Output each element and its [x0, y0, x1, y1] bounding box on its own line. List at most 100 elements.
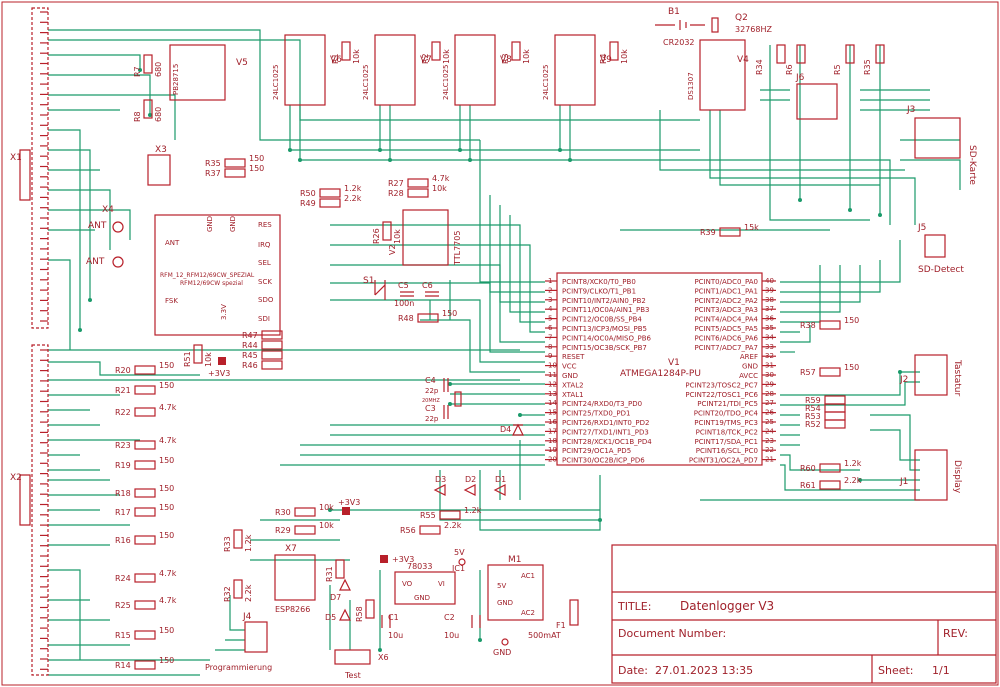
atmega-pin-right: PCINT6/ADC6_PA6 — [694, 334, 758, 342]
atmega-pin-num: 17 — [548, 427, 557, 435]
atmega-pin-right: PCINT1/ADC1_PA1 — [694, 287, 758, 295]
svg-text:ANT: ANT — [86, 257, 105, 267]
atmega-pin-left: PCINT29/OC1A_PD5 — [562, 447, 631, 455]
svg-text:C3: C3 — [425, 404, 436, 413]
fuse-f1: F1 500mAT — [528, 599, 579, 640]
svg-text:V5: V5 — [236, 58, 248, 68]
chip-v2: V2 TTL7705 — [388, 209, 462, 266]
svg-text:X3: X3 — [155, 145, 167, 155]
resistor-label: R21 — [115, 386, 131, 395]
antenna-x4: ANT X4 ANT — [86, 205, 124, 268]
svg-text:24LC1025: 24LC1025 — [362, 64, 370, 100]
atmega-pin-num: 34 — [765, 333, 774, 341]
atmega-pin-num: 28 — [765, 390, 774, 398]
atmega-pin-right: AREF — [740, 353, 758, 361]
svg-text:Display: Display — [952, 460, 962, 494]
resistor-label: R39 — [700, 228, 716, 237]
title-block: TITLE: Datenlogger V3 Document Number: R… — [611, 544, 997, 684]
resistor-value: 680 — [154, 107, 163, 122]
svg-text:D1: D1 — [495, 475, 506, 484]
resistor-r8: R8 680 — [133, 99, 163, 122]
atmega-pin-num: 32 — [765, 352, 774, 360]
svg-text:D5: D5 — [325, 613, 336, 622]
resistor-value: 150 — [159, 381, 174, 390]
svg-text:M1: M1 — [508, 555, 522, 565]
svg-text:B1: B1 — [668, 7, 680, 17]
title-label: TITLE: — [617, 600, 651, 613]
resistor-value: 1.2k — [244, 534, 253, 552]
atmega-pin-right: PCINT20/TDO_PC4 — [694, 410, 759, 418]
atmega-pin-num: 11 — [548, 371, 557, 379]
resistor-label: R15 — [115, 631, 131, 640]
resistor-label: R53 — [805, 412, 821, 421]
resistor-value: 150 — [159, 531, 174, 540]
atmega-pin-num: 3 — [548, 296, 552, 304]
atmega-pin-right: PCINT3/ADC3_PA3 — [694, 306, 758, 314]
resistor-r58: R58 — [355, 599, 375, 622]
resistor-label: R4 — [599, 53, 608, 64]
svg-text:X1: X1 — [10, 153, 22, 163]
resistor-label: R60 — [800, 464, 816, 473]
atmega-pin-num: 1 — [548, 277, 552, 285]
svg-text:X7: X7 — [285, 544, 297, 554]
atmega-pin-left: PCINT28/XCK1/OC1B_PD4 — [562, 438, 652, 446]
sheet-value: 1/1 — [932, 664, 950, 677]
svg-text:R5: R5 — [833, 64, 842, 75]
battery-b1: B1 CR2032 — [655, 7, 705, 47]
svg-text:J4: J4 — [242, 612, 252, 622]
resistor-label: R26 — [372, 228, 381, 244]
connector-j1: J1 Display — [899, 449, 962, 501]
svg-text:Tastatur: Tastatur — [952, 359, 962, 396]
atmega-pin-num: 33 — [765, 343, 774, 351]
atmega-pin-num: 25 — [765, 418, 774, 426]
resistor-value: 680 — [154, 62, 163, 77]
connector-x6: X6 Test — [334, 649, 389, 680]
atmega-pin-right: PCINT5/ADC5_PA5 — [694, 325, 758, 333]
resistor-label: R8 — [133, 111, 142, 122]
atmega-pin-left: PCINT11/OC0A/AIN1_PB3 — [562, 306, 649, 314]
atmega-pin-left: XTAL2 — [562, 381, 584, 389]
svg-text:GND: GND — [229, 216, 237, 232]
svg-text:100n: 100n — [394, 299, 414, 308]
atmega-pin-num: 27 — [765, 399, 774, 407]
atmega-pin-num: 12 — [548, 380, 557, 388]
resistor-value: 150 — [442, 309, 457, 318]
resistor-value: 150 — [844, 316, 859, 325]
svg-text:C6: C6 — [422, 281, 433, 290]
resistor-value: 2.2k — [244, 584, 253, 602]
resistor-label: R1 — [331, 53, 340, 64]
resistor-label: R61 — [800, 481, 816, 490]
svg-text:X2: X2 — [10, 473, 22, 483]
atmega-pin-left: PCINT8/XCK0/T0_PB0 — [562, 278, 636, 286]
resistor-label: R30 — [275, 508, 291, 517]
resistor-value: 150 — [249, 154, 264, 163]
resistor-r47: R47 — [242, 330, 283, 340]
chip-v4: V4 DS1307 — [687, 39, 749, 111]
atmega-pin-num: 21 — [765, 456, 774, 464]
resistor-value: 10k — [442, 49, 451, 64]
atmega-pin-num: 4 — [548, 305, 553, 313]
atmega-pin-left: PCINT26/RXD1/INT0_PD2 — [562, 419, 649, 427]
caps-c5-c6: C5 100n C6 — [394, 281, 439, 308]
svg-text:3.3V: 3.3V — [220, 304, 228, 320]
resistor-label: R25 — [115, 601, 131, 610]
atmega-pin-right: GND — [742, 363, 758, 371]
svg-text:J5: J5 — [917, 223, 926, 233]
module-m1: 5V GND AC1 AC2 M1 — [487, 555, 544, 621]
